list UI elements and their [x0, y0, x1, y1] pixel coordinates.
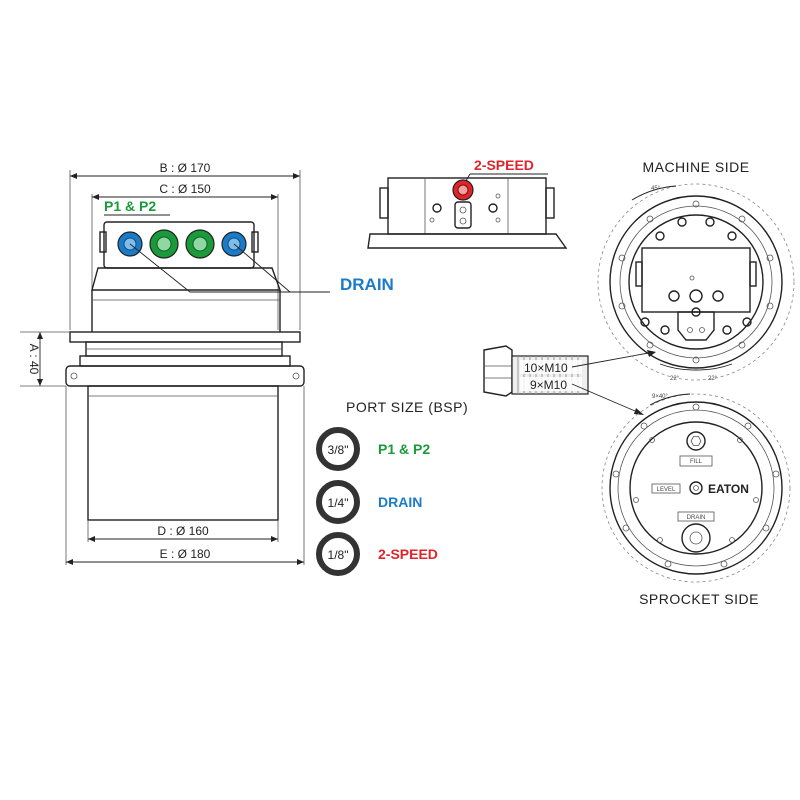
brand-logo: EATON [708, 482, 749, 496]
dim-c-label: C : Ø 150 [159, 182, 211, 196]
p1p2-label: P1 & P2 [104, 198, 156, 214]
port-size-legend: PORT SIZE (BSP) 3/8" P1 & P2 1/4" DRAIN … [316, 399, 468, 576]
port-size-ring-icon [316, 427, 360, 471]
level-plug [689, 481, 703, 495]
port-size-row: 1/4" DRAIN [316, 480, 422, 524]
machine-side-label: MACHINE SIDE [642, 159, 749, 175]
port-size-name: P1 & P2 [378, 441, 430, 457]
drain-plate-label: DRAIN [687, 515, 706, 521]
port-size-ring-icon [316, 532, 360, 576]
flange-e [65, 365, 305, 387]
angle-22b-label: 22° [708, 376, 718, 382]
two-speed-port [452, 179, 474, 201]
drain-plug [681, 523, 711, 553]
port-size-ring-icon [316, 480, 360, 524]
fill-plug [686, 431, 706, 451]
port-size-value: 1/4" [328, 496, 349, 510]
port-size-title: PORT SIZE (BSP) [346, 399, 468, 415]
port-size-name: DRAIN [378, 494, 422, 510]
two-speed-label: 2-SPEED [474, 157, 534, 173]
machine-side-view: MACHINE SIDE 45° 22° 22° [597, 159, 795, 382]
hex-bolt-icon: 10×M10 9×M10 [483, 345, 656, 415]
fill-label: FILL [690, 459, 703, 465]
dim-a-label: A : 40 [27, 344, 41, 375]
flange-b [69, 331, 301, 343]
port-size-row: 1/8" 2-SPEED [316, 532, 438, 576]
drain-label: DRAIN [340, 275, 394, 294]
angle-45-label: 45° [651, 186, 661, 192]
level-label: LEVEL [657, 487, 676, 493]
sprocket-side-label: SPROCKET SIDE [639, 591, 759, 607]
bolt-sprocket-label: 9×M10 [530, 378, 567, 392]
sprocket-side-view: FILL LEVEL EATON DRAIN 9×40° SPROCKET SI… [601, 393, 791, 607]
p2-port [185, 229, 215, 259]
dim-e-label: E : Ø 180 [160, 547, 211, 561]
p1-port [149, 229, 179, 259]
side-view: B : Ø 170 C : Ø 150 P1 & P2 [20, 161, 330, 565]
port-size-row: 3/8" P1 & P2 [316, 427, 430, 471]
top-view: 2-SPEED [367, 157, 568, 249]
angle-9x40-label: 9×40° [652, 394, 669, 400]
angle-22a-label: 22° [670, 376, 680, 382]
bolt-machine-label: 10×M10 [524, 361, 568, 375]
dim-b-label: B : Ø 170 [160, 161, 211, 175]
port-size-value: 3/8" [328, 443, 349, 457]
dim-d-label: D : Ø 160 [157, 524, 209, 538]
drum-d [87, 385, 279, 521]
port-size-name: 2-SPEED [378, 546, 438, 562]
port-size-value: 1/8" [328, 548, 349, 562]
